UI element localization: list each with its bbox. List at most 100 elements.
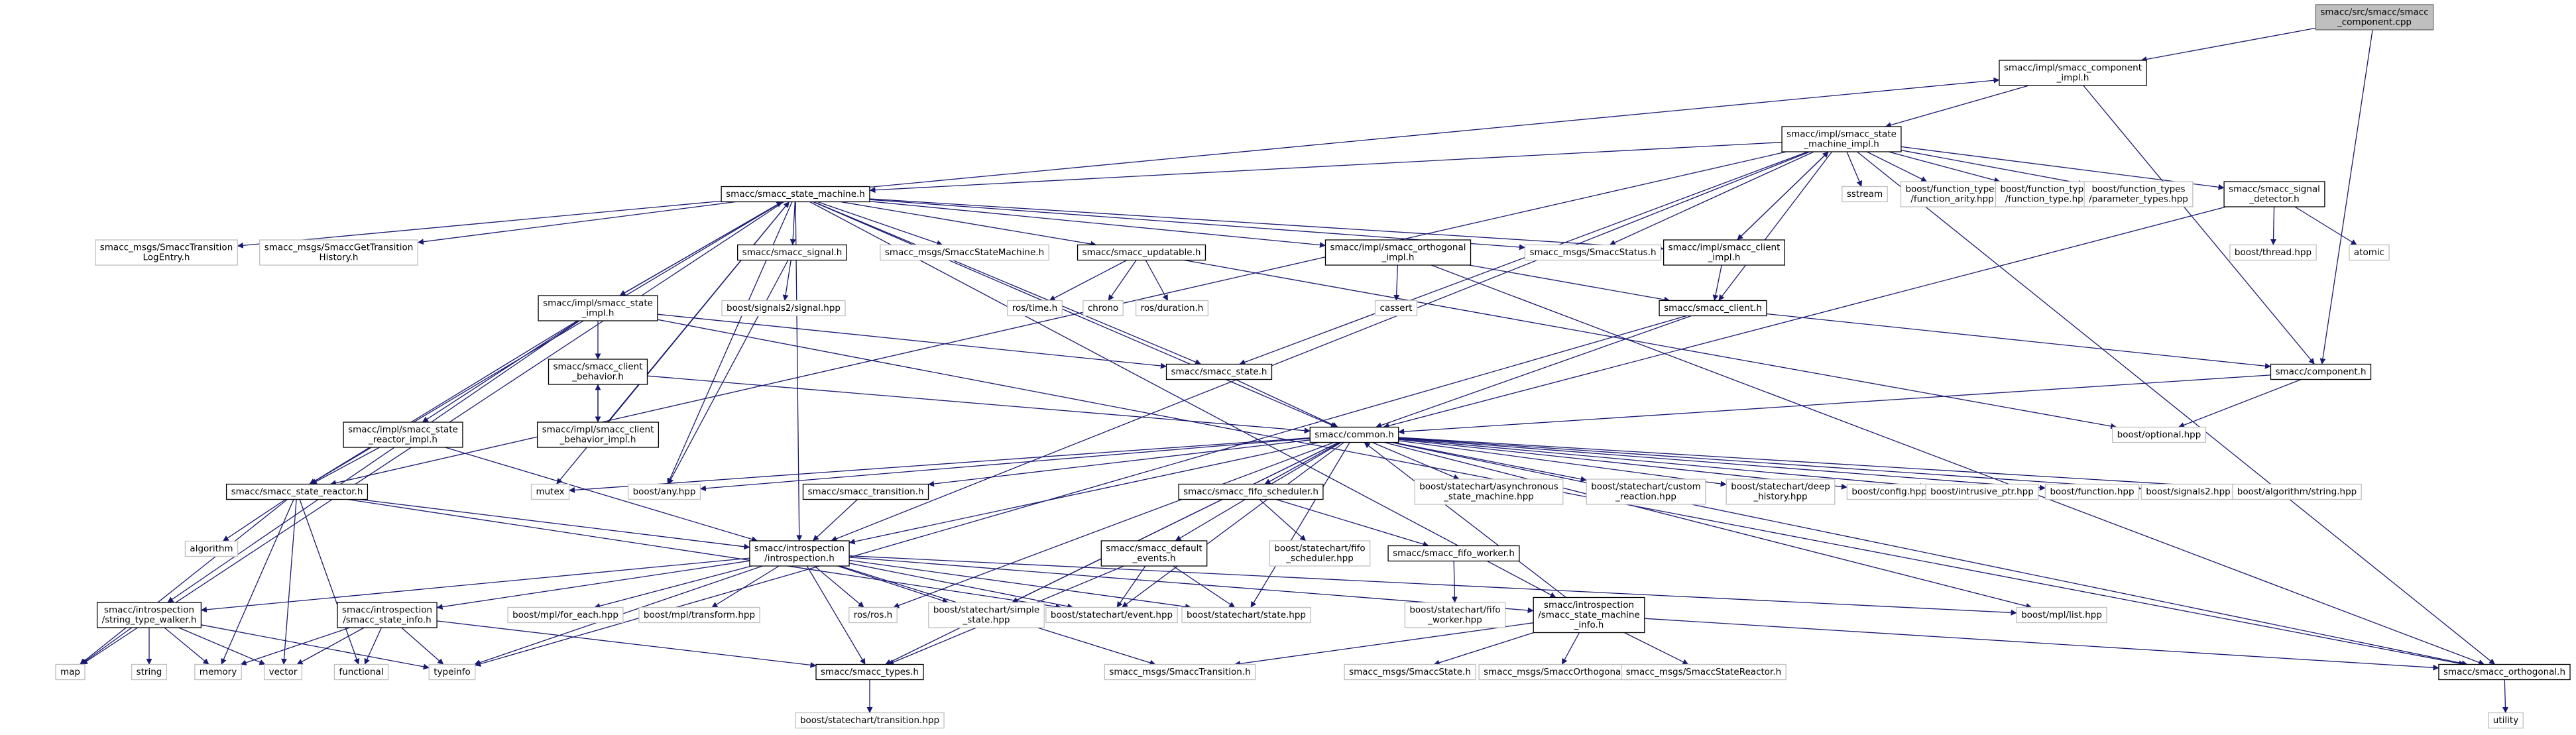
node-box [1524,244,1662,261]
node-label: _detector.h [2249,194,2299,205]
node-box [2112,426,2206,443]
node-box [1181,606,1311,624]
node-smacc-transition[interactable]: smacc/smacc_transition.h [802,483,929,500]
edge-state-reactor-to-sc-event [347,498,1062,610]
node-orthogonal-impl[interactable]: smacc/impl/smacc_orthogonal_impl.h [1324,239,1472,266]
edge-smacc-signal-to-boost-any [668,260,789,484]
node-common[interactable]: smacc/common.h [1309,426,1399,443]
node-label: boost/statechart/event.hpp [1051,610,1173,620]
edge-common-to-mutex [569,437,1311,493]
edge-sm-impl-to-sstream [1846,151,1863,187]
edge-common-to-signals2 [1398,437,2142,492]
node-component[interactable]: smacc/component.h [2270,363,2372,380]
node-msg-state-machine: smacc_msgs/SmaccStateMachine.h [880,244,1049,261]
edge-common-to-algo-string [1398,437,2233,491]
node-state-machine[interactable]: smacc/smacc_state_machine.h [721,186,870,203]
node-box [1269,540,1371,567]
node-label: smacc/common.h [1315,429,1394,440]
node-label: /string_type_walker.h [102,615,197,626]
node-box [1999,60,2147,86]
node-label: boost/any.hpp [633,486,696,497]
node-label: ros/ros.h [854,610,893,620]
node-label: smacc/component.h [2275,367,2366,377]
node-box [1374,300,1418,317]
node-label: boost/thread.hpp [2235,247,2312,258]
node-smacc-types[interactable]: smacc/smacc_types.h [815,663,924,681]
node-box [1414,479,1564,505]
node-sm-info[interactable]: smacc/introspection/smacc_state_machine_… [1533,596,1645,634]
node-state-reactor[interactable]: smacc/smacc_state_reactor.h [225,483,369,500]
edge-sm-info-to-msg-orthogonal [1561,632,1580,665]
node-label: History.h [320,253,359,263]
node-state-impl[interactable]: smacc/impl/smacc_state_impl.h [538,295,658,321]
node-fifo-worker[interactable]: smacc/smacc_fifo_worker.h [1387,545,1520,562]
node-label: utility [2493,715,2518,726]
node-component-impl[interactable]: smacc/impl/smacc_component_impl.h [1999,60,2147,86]
node-label: smacc/smacc_state_reactor.h [231,486,363,497]
node-fifo-worker-hpp: boost/statechart/fifo_worker.hpp [1404,602,1506,628]
node-label: boost/function_types [1905,184,1999,195]
node-state-reactor-impl[interactable]: smacc/impl/smacc_state_reactor_impl.h [343,422,463,448]
edge-signal-detector-to-thread [2270,206,2276,245]
edge-state-reactor-impl-to-state-reactor [311,447,381,485]
node-string-walker[interactable]: smacc/introspection/string_type_walker.h [96,602,202,628]
node-msg-status: smacc_msgs/SmaccStatus.h [1524,244,1662,261]
node-label: _info.h [1574,620,1604,630]
edge-sm-impl-to-smacc-state [1239,151,1808,365]
node-client-behavior-impl[interactable]: smacc/impl/smacc_client_behavior_impl.h [536,422,660,448]
node-default-events[interactable]: smacc/smacc_default_events.h [1100,540,1208,567]
node-root[interactable]: smacc/src/smacc/smacc_component.cpp [2315,4,2434,30]
edge-common-to-deep-history [1398,440,1727,487]
node-for-each: boost/mpl/for_each.hpp [507,606,624,624]
node-label: _events.h [1132,553,1175,564]
node-box [1344,663,1476,681]
edge-smacc-state-to-common [1235,378,1338,428]
edge-state-machine-to-sm-info [809,201,1556,598]
node-box [880,244,1049,261]
node-label: _scheduler.hpp [1285,553,1354,564]
node-smacc-state[interactable]: smacc/smacc_state.h [1165,363,1273,380]
edge-state-reactor-to-vector [281,499,297,665]
node-box [263,663,303,681]
node-box [1100,540,1208,567]
node-sm-impl[interactable]: smacc/impl/smacc_state_machine_impl.h [1781,126,1902,152]
node-box [333,663,389,681]
node-client-impl[interactable]: smacc/impl/smacc_client_impl.h [1663,239,1786,266]
node-smacc-client[interactable]: smacc/smacc_client.h [1659,300,1767,317]
edge-common-to-intrusive-ptr [1398,438,1926,490]
node-box [1135,300,1209,317]
node-label: smacc/smacc_orthogonal.h [2443,667,2565,677]
node-box [1726,479,1836,505]
edge-common-to-sc-event [1122,441,1344,608]
edge-common-to-function [1398,437,2046,491]
node-ros-h: ros/ros.h [849,606,898,624]
node-label: boost/statechart/transition.hpp [800,715,939,726]
node-box [2438,663,2571,681]
node-box [2229,244,2317,261]
node-ros-time: ros/time.h [1007,300,1063,317]
node-box [1178,483,1324,500]
node-box [1387,545,1520,562]
node-label: smacc/impl/smacc_state [348,425,458,435]
node-label: ros/time.h [1012,303,1057,313]
node-box [749,540,850,567]
node-introspection[interactable]: smacc/introspection/introspection.h [749,540,850,567]
node-state-info[interactable]: smacc/introspection/smacc_state_info.h [337,602,438,628]
node-label: _state_machine.hpp [1443,492,1534,502]
node-client-behavior[interactable]: smacc/smacc_client_behavior.h [548,359,648,385]
edge-introspection-to-sc-event [849,563,1074,610]
node-label: smacc_msgs/SmaccTransition.h [1109,667,1250,677]
node-vector: vector [263,663,303,681]
node-label: smacc/smacc_client [554,362,643,372]
edge-state-reactor-to-introspection [359,498,750,550]
edge-default-events-to-sc-event [1116,565,1146,608]
node-smacc-signal[interactable]: smacc/smacc_signal.h [737,244,847,261]
node-signal-detector[interactable]: smacc/smacc_signal_detector.h [2223,181,2325,207]
edge-state-machine-to-smacc-signal [790,201,796,245]
node-thread: boost/thread.hpp [2229,244,2317,261]
node-ft-type: boost/function_types/function_type.hpp [1995,181,2099,207]
node-updatable[interactable]: smacc/smacc_updatable.h [1077,244,1206,261]
node-smacc-orthogonal[interactable]: smacc/smacc_orthogonal.h [2438,663,2571,681]
node-fifo-scheduler[interactable]: smacc/smacc_fifo_scheduler.h [1178,483,1324,500]
